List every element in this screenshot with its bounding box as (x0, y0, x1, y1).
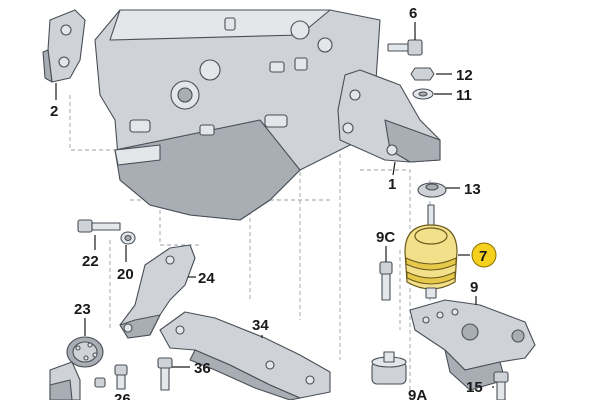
callout-1: 1 (388, 176, 396, 193)
washer-11 (412, 88, 434, 100)
callout-7-badge (471, 242, 497, 268)
callout-11: 11 (456, 87, 472, 104)
callout-6: 6 (409, 5, 417, 22)
part-1-engine-bracket (337, 69, 441, 163)
bolt-9c (379, 261, 393, 301)
part-24-bracket (119, 244, 196, 339)
part-9-bracket (409, 299, 536, 391)
bolt-6 (387, 39, 423, 56)
bushing-9a (371, 351, 407, 385)
callout-labels: 6 12 11 1 13 7 9C 9 9A 15 2 22 20 24 23 … (50, 5, 497, 400)
part-34-crossmember (159, 311, 331, 400)
bolt-26 (94, 364, 128, 390)
part-2-bracket (42, 9, 86, 83)
bolt-22 (77, 219, 121, 233)
leader-lines (55, 22, 494, 388)
callout-9: 9 (470, 279, 478, 296)
bushing-23 (66, 336, 104, 368)
nut-12 (410, 67, 435, 81)
callout-9c: 9C (376, 229, 395, 246)
callout-34: 34 (252, 317, 269, 334)
callout-2: 2 (50, 103, 58, 120)
engine-block (94, 9, 381, 221)
callout-26: 26 (114, 391, 131, 400)
engine-mount-7 (404, 204, 458, 299)
callout-9a: 9A (408, 387, 427, 400)
callout-22: 22 (82, 253, 99, 270)
lower-left-mount-partial (49, 361, 81, 400)
bolt-36 (157, 357, 173, 391)
callout-12: 12 (456, 67, 473, 84)
callout-20: 20 (117, 266, 134, 283)
bolt-15 (493, 371, 509, 400)
callout-13: 13 (464, 181, 481, 198)
callout-36: 36 (194, 360, 211, 377)
callout-23: 23 (74, 301, 91, 318)
callout-15: 15 (466, 379, 483, 396)
callout-7: 7 (479, 248, 487, 265)
callout-24: 24 (198, 270, 215, 287)
washer-20 (120, 231, 136, 245)
spacer-13 (417, 182, 447, 198)
